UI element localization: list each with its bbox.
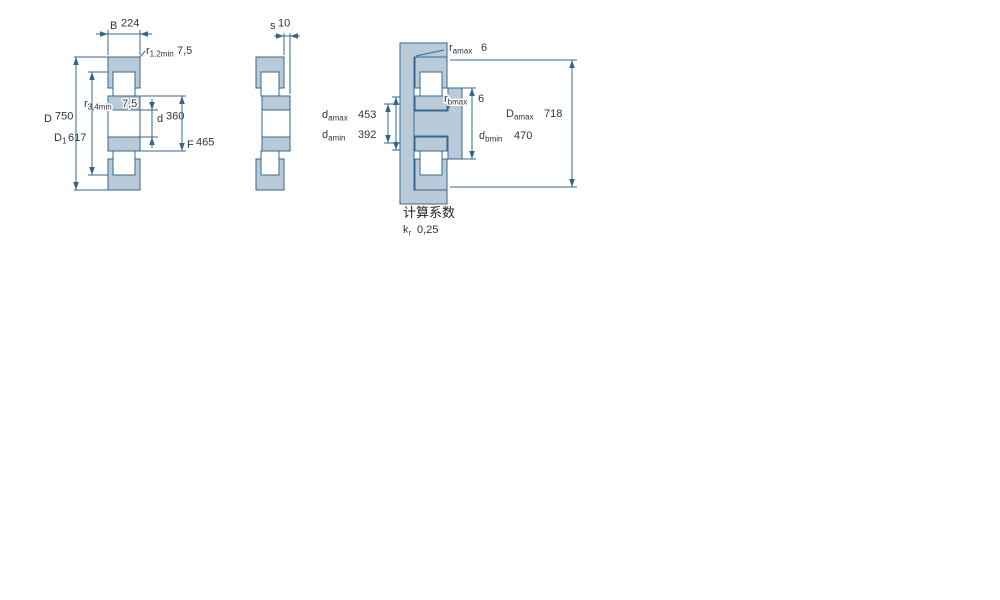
outer-ring-bottom (414, 158, 448, 191)
leader-rb (447, 97, 454, 110)
inner-ring-bottom (107, 136, 141, 152)
dim-ext-damin (384, 103, 400, 144)
dim-ext-D (74, 56, 108, 191)
dim-ext-s (283, 33, 291, 94)
roller-bottom (419, 150, 443, 176)
outer-ring-bottom (107, 158, 141, 191)
dim-ext-F (140, 95, 186, 152)
outer-ring-bottom (255, 158, 285, 191)
leader-r12 (139, 49, 147, 58)
bore-edge-lines (261, 110, 291, 137)
inner-ring-top (261, 95, 291, 111)
dim-ext-Damax (450, 59, 577, 188)
inner-ring-top (414, 95, 448, 111)
inner-ring-top (107, 95, 141, 111)
roller-top (419, 71, 443, 97)
housing-and-shoulder (399, 42, 448, 205)
roller-top (112, 71, 136, 97)
bore-edge-lines (107, 110, 141, 137)
roller-top (260, 71, 280, 97)
leader-ra (415, 49, 445, 57)
calc-factors-title: 计算系数 (403, 205, 455, 220)
dim-ext-D1 (88, 71, 108, 176)
roller-bottom (260, 150, 280, 176)
roller-bottom (112, 150, 136, 176)
dim-ext-d (140, 109, 158, 138)
inner-ring-bottom (261, 136, 291, 152)
inner-ring-bottom (414, 136, 448, 152)
